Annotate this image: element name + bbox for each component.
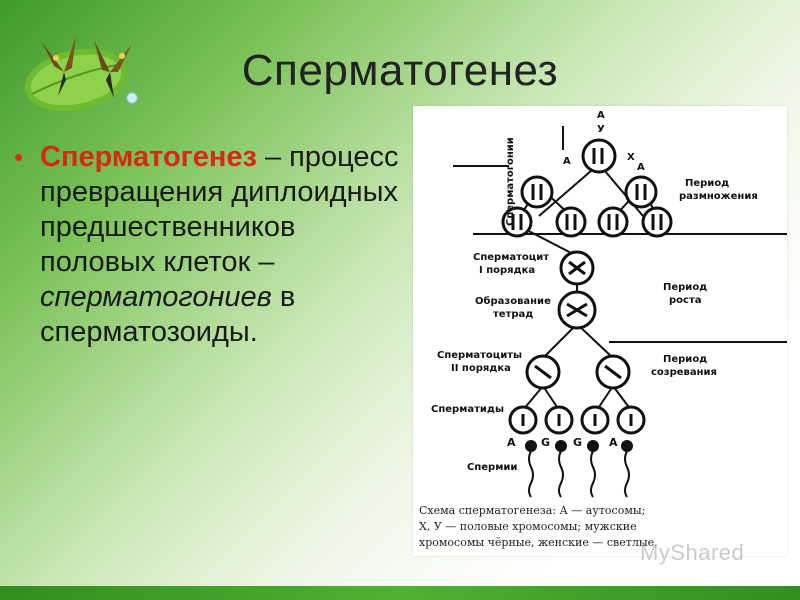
label-a-top: A xyxy=(597,110,605,121)
label-period-reproduction-1: Период xyxy=(685,178,729,189)
butterfly-icon xyxy=(42,36,132,98)
caption-line-2: X, У — половые хромосомы; мужские xyxy=(419,520,637,533)
bottom-accent-bar xyxy=(0,586,800,600)
definition-bullet: • Сперматогенез – процесс превращения ди… xyxy=(14,140,414,350)
label-spermatocyte-1b: I порядка xyxy=(479,265,535,276)
definition-text: Сперматогенез – процесс превращения дипл… xyxy=(40,140,414,350)
label-growth-b: роста xyxy=(669,295,702,306)
label-spermatocytes-2a: Сперматоциты xyxy=(437,350,522,361)
caption-line-3: хромосомы чёрные, женские — светлые. xyxy=(419,536,658,549)
label-x: X xyxy=(627,152,635,163)
definition-italic-term: сперматогониев xyxy=(40,281,272,313)
label-period-reproduction-2: размножения xyxy=(679,191,758,202)
label-tetrad-a: Образование xyxy=(475,295,551,307)
butterfly-leaf-logo xyxy=(24,36,138,112)
label-maturation-b: созревания xyxy=(651,367,717,378)
spermatogenesis-diagram: A У A X A Сперматогонии Период размножен… xyxy=(413,106,787,556)
label-y-top: У xyxy=(597,124,605,135)
caption-line-1: Схема сперматогенеза: А — аутосомы; xyxy=(419,504,645,517)
label-g-sperm-1: G xyxy=(541,436,550,449)
definition-term: Сперматогенез xyxy=(40,141,257,173)
label-maturation-a: Период xyxy=(663,354,707,365)
label-a-sperm-1: A xyxy=(507,436,516,449)
label-a-right: A xyxy=(637,162,645,173)
watermark: MyShared xyxy=(640,540,745,565)
label-g-sperm-2: G xyxy=(573,436,582,449)
label-tetrad-b: тетрад xyxy=(493,309,533,320)
label-a-sperm-2: A xyxy=(609,436,618,449)
label-growth-a: Период xyxy=(663,282,707,293)
label-a-left: A xyxy=(563,156,571,167)
label-spermatids: Сперматиды xyxy=(431,404,504,415)
label-spermatogonii: Сперматогонии xyxy=(505,137,516,226)
bullet-dot-icon: • xyxy=(14,142,24,172)
definition-part2: в сперматозоиды. xyxy=(40,281,296,348)
label-spermatocyte-1a: Сперматоцит xyxy=(473,252,549,263)
label-spermii: Спермии xyxy=(467,462,517,473)
label-spermatocytes-2b: II порядка xyxy=(451,363,511,374)
definition-part1: – процесс превращения диплоидных предшес… xyxy=(40,141,399,278)
page-title: Сперматогенез xyxy=(241,46,559,95)
